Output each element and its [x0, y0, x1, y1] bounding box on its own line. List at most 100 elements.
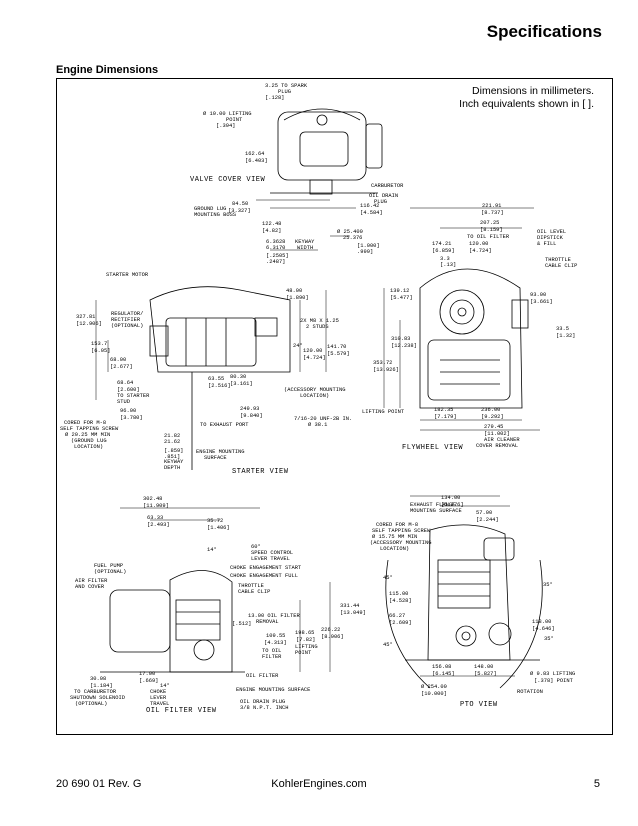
dimension-label: CORED FOR M-8	[376, 522, 418, 528]
dimension-label: 156.08	[432, 664, 451, 670]
dimension-label: [8.906]	[321, 634, 344, 640]
dimension-label: MOUNTING BOSS	[194, 212, 236, 218]
dimension-label: 134.00	[441, 495, 460, 501]
dimension-label: CARBURETOR	[371, 183, 404, 189]
dimension-label: Ø 25.400	[337, 228, 363, 235]
dimension-label: 45°	[383, 642, 393, 648]
dimension-label: 30.08	[90, 676, 106, 682]
dimension-label: [5.827]	[474, 671, 497, 677]
oil-filter-view-engine-drawing	[100, 570, 245, 673]
dimension-label: Ø 20.25 MM MIN	[65, 431, 110, 438]
dimension-label: 182.35	[434, 407, 453, 413]
dimension-label: SELF TAPPING SCREW	[60, 426, 119, 432]
dimension-label: 120.00	[303, 348, 322, 354]
dimension-label: OIL DRAIN PLUG	[240, 699, 285, 705]
units-note-line-1: Dimensions in millimeters.	[472, 85, 594, 97]
dimension-label: [4.528]	[389, 598, 412, 604]
dimension-label: 66.27	[389, 613, 405, 619]
dimension-label: WIDTH	[297, 245, 313, 251]
units-note: Dimensions in millimeters. Inch equivale…	[459, 85, 594, 111]
dimension-label: TO OIL FILTER	[467, 234, 510, 240]
dimension-label: LEVER TRAVEL	[251, 556, 290, 562]
dimension-label: 3.25 TO SPARK	[265, 83, 308, 89]
dimension-label: 118.00	[532, 619, 551, 625]
dimension-label: 7/16-20 UNF-2B IN.	[294, 416, 352, 422]
dimension-label: 6.3170	[266, 245, 285, 251]
dimension-label: [.13]	[440, 262, 456, 268]
dimension-label: REMOVAL	[256, 619, 279, 625]
dimension-label: 198.65	[295, 630, 314, 636]
dimension-label: 148.00	[474, 664, 493, 670]
dimension-label: 3/8 N.P.T. INCH	[240, 705, 289, 711]
dimension-label: 21.82	[164, 433, 180, 439]
section-heading: Engine Dimensions	[56, 64, 159, 76]
dimension-label: 236.00	[481, 407, 500, 413]
dimension-label: 331.44	[340, 603, 359, 609]
dimension-label: CHOKE ENGAGEMENT FULL	[230, 573, 298, 579]
dimension-label: LOCATION)	[380, 546, 409, 552]
dimension-label: [6.05]	[91, 348, 110, 354]
dimension-label: Ø 254.00	[421, 683, 447, 690]
dimension-label: REGULATOR/	[111, 311, 143, 317]
dimension-label: 116.42	[360, 203, 379, 209]
dimension-label: [11.002]	[484, 431, 510, 437]
dimension-label: [.128]	[265, 95, 284, 101]
units-note-line-2: Inch equivalents shown in [ ].	[459, 98, 594, 110]
dimension-label: 57.00	[476, 510, 492, 516]
dimension-label: [2.516]	[208, 383, 231, 389]
dimension-label: TRAVEL	[150, 701, 169, 707]
pto-view-caption: PTO VIEW	[460, 701, 498, 709]
dimension-label: CHOKE ENGAGEMENT START	[230, 565, 302, 571]
dimension-label: 122.48	[262, 221, 281, 227]
dimension-label: [4.313]	[264, 640, 287, 646]
dimension-label: [6.859]	[432, 248, 455, 254]
dimension-label: [7.82]	[296, 637, 315, 643]
website-link[interactable]: KohlerEngines.com	[271, 778, 367, 790]
dimension-label: 327.81	[76, 314, 95, 320]
dimension-label: (GROUND LUG	[71, 438, 107, 444]
dimension-label: 14°	[207, 547, 217, 553]
dimension-label: CORED FOR M-8	[64, 420, 106, 426]
dimension-label: EXHAUST FLANGE	[410, 502, 455, 508]
dimension-label: PLUG	[374, 199, 387, 205]
dimension-label: Ø 9.83 LIFTING	[530, 670, 575, 677]
dimension-label: [5.477]	[390, 295, 413, 301]
dimension-label: [3.661]	[530, 299, 553, 305]
dimension-label: GROUND LUG	[194, 206, 226, 212]
dimension-label: SHUTDOWN SOLENOID	[70, 695, 125, 701]
dimension-label: CABLE CLIP	[238, 589, 270, 595]
dimension-label: AIR CLEANER	[484, 437, 520, 443]
dimension-label: [5.579]	[327, 351, 350, 357]
dimension-label: [10.000]	[421, 691, 447, 697]
dimension-label: [2.677]	[110, 364, 133, 370]
dimension-label: [2.600]	[117, 387, 140, 393]
dimension-label: 63.33	[147, 515, 163, 521]
dimension-label: (OPTIONAL)	[75, 701, 107, 707]
dimension-label: ENGINE MOUNTING	[196, 449, 245, 455]
pto-view-engine-drawing	[385, 524, 543, 689]
dimension-label: 35°	[543, 582, 553, 588]
dimension-label: 207.25	[480, 220, 499, 226]
dimension-label: [1.184]	[90, 683, 113, 689]
dimension-label: [1.890]	[286, 295, 309, 301]
dimension-label: (ACCESSORY MOUNTING	[370, 540, 431, 546]
dimension-label: [8.159]	[480, 227, 503, 233]
page-number: 5	[593, 778, 600, 790]
dimension-label: 35.72	[207, 518, 223, 524]
dimension-label: 48.00	[286, 288, 302, 294]
dimension-label: 353.72	[373, 360, 392, 366]
dimension-label: [.378] POINT	[534, 678, 574, 684]
dimension-label: (OPTIONAL)	[94, 569, 126, 575]
flywheel-view-engine-drawing	[419, 268, 529, 409]
dimension-label: [4.646]	[532, 626, 555, 632]
dimension-label: DEPTH	[164, 465, 180, 471]
dimension-label: 25.376	[343, 235, 362, 241]
dimension-label: PLUG	[278, 89, 291, 95]
dimension-label: [.859]	[164, 448, 183, 454]
dimension-label: LOCATION)	[300, 393, 329, 399]
dimension-label: 153.7	[91, 341, 107, 347]
dimension-label: [1.406]	[207, 525, 230, 531]
valve-cover-view-caption: VALVE COVER VIEW	[190, 176, 266, 184]
dimension-label: TO EXHAUST PORT	[200, 422, 249, 428]
dimension-label: 174.21	[432, 241, 451, 247]
